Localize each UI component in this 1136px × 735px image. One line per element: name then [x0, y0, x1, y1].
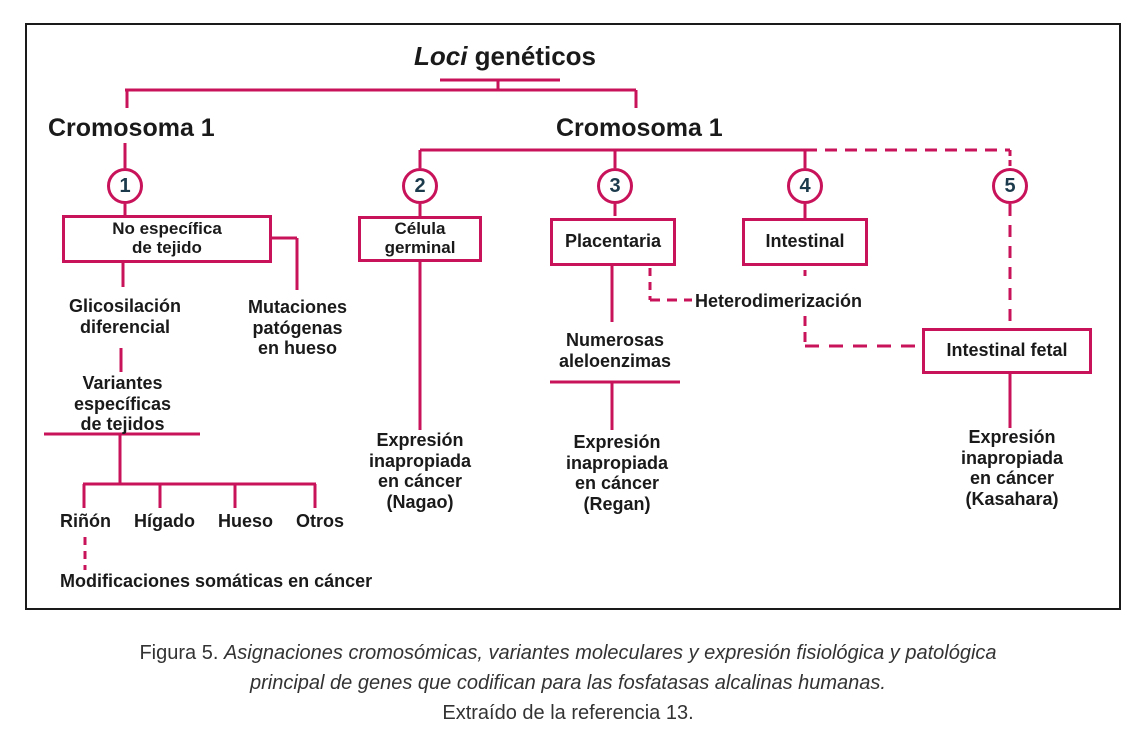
- box-intestinal: Intestinal: [742, 218, 868, 266]
- locus-1-circle: 1: [107, 168, 143, 204]
- box-nonspecific-tissue: No específica de tejido: [62, 215, 272, 263]
- locus-5-circle: 5: [992, 168, 1028, 204]
- locus-1-number: 1: [119, 174, 131, 197]
- heterodimerization-label: Heterodimerización: [695, 291, 863, 311]
- variants-label: Variantes específicas de tejidos: [73, 373, 172, 435]
- caption-italic-1: Asignaciones cromosómicas, variantes mol…: [223, 642, 997, 664]
- caption-source: Extraído de la referencia 13.: [442, 702, 694, 724]
- locus-3-number: 3: [609, 174, 621, 197]
- locus-5-number: 5: [1004, 174, 1016, 197]
- caption-line-2: principal de genes que codifican para la…: [0, 668, 1136, 698]
- left-chromosome-label: Cromosoma 1: [48, 114, 215, 142]
- mutations-label: Mutaciones patógenas en hueso: [247, 297, 348, 359]
- regan-expression-label: Expresión inapropiada en cáncer (Regan): [565, 432, 668, 515]
- tissue-bone: Hueso: [218, 511, 274, 531]
- diagram-title: Loci genéticos: [380, 41, 630, 72]
- kasahara-expression-label: Expresión inapropiada en cáncer (Kasahar…: [960, 427, 1063, 510]
- right-chromosome-label: Cromosoma 1: [556, 114, 723, 142]
- figure-caption: Figura 5. Asignaciones cromosómicas, var…: [0, 638, 1136, 728]
- nagao-expression-label: Expresión inapropiada en cáncer (Nagao): [368, 430, 471, 513]
- glycosylation-label: Glicosilación diferencial: [68, 296, 182, 337]
- box-germ-cell: Célula germinal: [358, 216, 482, 262]
- somatic-modifications-label: Modificaciones somáticas en cáncer: [60, 571, 373, 591]
- title-italic: Loci: [413, 41, 468, 71]
- title-rest: genéticos: [467, 41, 597, 71]
- box-placental: Placentaria: [550, 218, 676, 266]
- alleloenzymes-label: Numerosas aleloenzimas: [558, 330, 672, 371]
- tissue-others: Otros: [296, 511, 345, 531]
- caption-italic-2: principal de genes que codifican para la…: [250, 672, 886, 694]
- locus-4-circle: 4: [787, 168, 823, 204]
- tissue-kidney: Riñón: [60, 511, 111, 531]
- box-fetal-intestinal: Intestinal fetal: [922, 328, 1092, 374]
- locus-4-number: 4: [799, 174, 811, 197]
- tissue-liver: Hígado: [134, 511, 195, 531]
- caption-line-1: Figura 5. Asignaciones cromosómicas, var…: [0, 638, 1136, 668]
- diagram-frame: [25, 23, 1121, 610]
- locus-2-circle: 2: [402, 168, 438, 204]
- caption-prefix: Figura 5.: [139, 642, 224, 664]
- locus-3-circle: 3: [597, 168, 633, 204]
- locus-2-number: 2: [414, 174, 426, 197]
